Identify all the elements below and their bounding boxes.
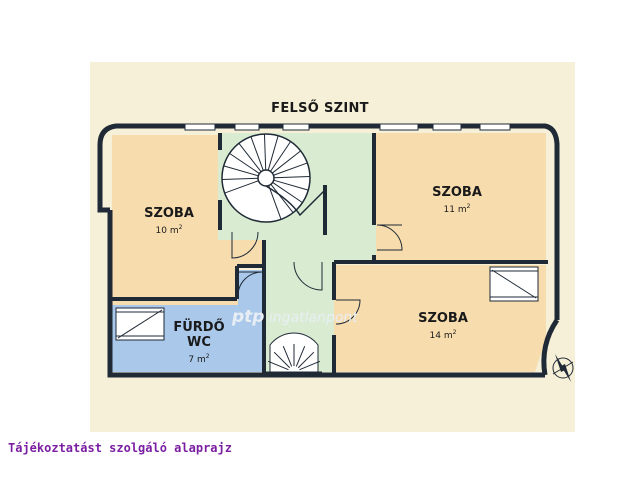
staircase-icon [221, 133, 326, 223]
compass-icon [552, 354, 574, 382]
room-label-szoba-1: SZOBA 10 m2 [134, 206, 204, 238]
room-area: 7 m2 [188, 353, 210, 365]
room-label-szoba-2: SZOBA 11 m2 [422, 185, 492, 217]
stair-tread [267, 360, 289, 371]
room-name-secondary: WC [187, 335, 211, 350]
plan-caption: Tájékoztatást szolgáló alaprajz [8, 441, 232, 455]
stair-tread [263, 134, 267, 171]
stair-tread [267, 135, 279, 171]
stair-tread [223, 165, 259, 177]
staircase-lower-icon [266, 332, 322, 373]
stair-tread [273, 162, 308, 176]
stair-tread [222, 177, 259, 181]
stair-tread [229, 152, 260, 174]
room-name: SZOBA [418, 311, 468, 326]
stair-tread [238, 143, 262, 173]
door-swings [231, 224, 403, 325]
room-area: 10 m2 [155, 224, 183, 236]
room-label-furdo: FÜRDŐ WC 7 m2 [164, 320, 234, 367]
room-fill-szoba-2 [376, 133, 546, 261]
stair-tread [270, 141, 292, 172]
room-area: 14 m2 [429, 329, 457, 341]
outer-walls [97, 123, 560, 378]
floor-plan: FELSŐ SZINT SZOBA 10 m2 SZOBA 11 m2 SZOB… [90, 62, 575, 432]
stair-tread [297, 351, 315, 369]
interior-walls [112, 133, 548, 373]
room-fill-furdo [112, 270, 262, 372]
plan-title: FELSŐ SZINT [271, 101, 369, 116]
stair-tread [270, 183, 294, 213]
stair-tread [250, 136, 264, 171]
top-windows [184, 123, 511, 131]
stair-tread [295, 345, 306, 367]
room-label-szoba-3: SZOBA 14 m2 [408, 311, 478, 343]
room-name: FÜRDŐ [173, 320, 225, 335]
stair-tread [271, 150, 301, 174]
stair-tread [224, 180, 259, 194]
stair-tread [282, 345, 293, 367]
stair-tread [272, 182, 303, 204]
room-fill-szoba-1 [112, 135, 262, 305]
window-icon [115, 307, 165, 341]
ptp-watermark-logo: ptp ingatlanpont [232, 307, 358, 327]
room-name: SZOBA [432, 185, 482, 200]
stair-tread [268, 185, 282, 220]
stair-tread [273, 175, 310, 179]
stair-tread [299, 360, 321, 371]
stair-tread [273, 351, 291, 369]
room-area: 11 m2 [443, 203, 471, 215]
stair-tread [273, 179, 309, 191]
window-icon [489, 266, 539, 302]
room-name: SZOBA [144, 206, 194, 221]
floor-plan-drawing [90, 62, 575, 432]
